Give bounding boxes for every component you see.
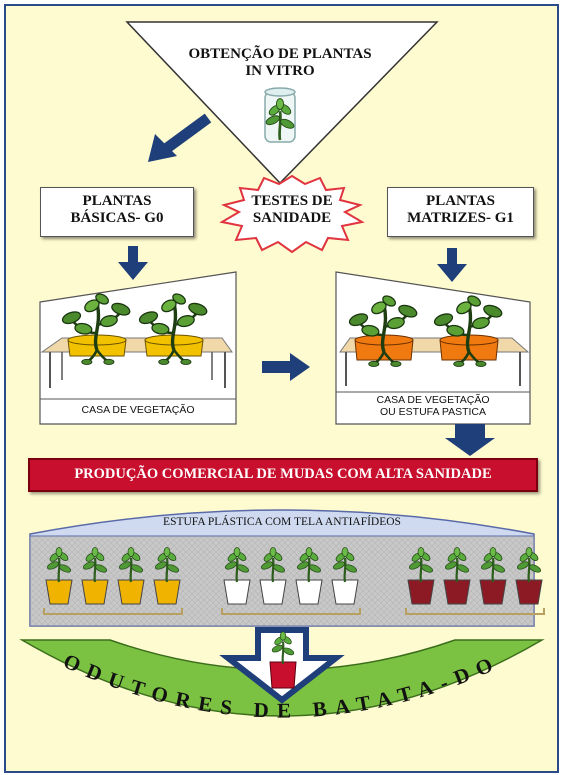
tunnel-pot xyxy=(331,579,359,605)
matrix-plants-line1: PLANTAS xyxy=(426,193,495,209)
tunnel-pot xyxy=(479,579,507,605)
in-vitro-title-line2: IN VITRO xyxy=(245,63,315,80)
sanity-test-line1: TESTES DE xyxy=(251,193,333,209)
greenhouse-right-line2: OU ESTUFA PASTICA xyxy=(380,406,486,419)
arrow-down-to-producers xyxy=(219,627,345,704)
tunnel-pot xyxy=(81,579,109,605)
greenhouse-right xyxy=(335,271,531,425)
basic-plants-box: PLANTAS BÁSICAS- G0 xyxy=(40,187,194,237)
tunnel-greenhouse xyxy=(29,509,545,627)
commercial-production-banner: PRODUÇÃO COMERCIAL DE MUDAS COM ALTA SAN… xyxy=(28,458,538,492)
tunnel-shelf xyxy=(405,608,545,615)
tunnel-pot xyxy=(407,579,435,605)
sanity-test-line2: SANIDADE xyxy=(252,210,332,227)
basic-plants-line1: PLANTAS xyxy=(82,193,152,209)
test-tube-icon xyxy=(263,87,297,143)
tunnel-label: ESTUFA PLÁSTICA COM TELA ANTIAFÍDEOS xyxy=(163,516,401,528)
matrix-plants-line2: MATRIZES- G1 xyxy=(407,210,514,227)
in-vitro-title: OBTENÇÃO DE PLANTAS IN VITRO xyxy=(150,46,410,81)
tunnel-pot xyxy=(443,579,471,605)
arrow-down-right xyxy=(437,248,467,282)
arrow-diagonal-down-left xyxy=(148,113,212,162)
banner-text: PRODUÇÃO COMERCIAL DE MUDAS COM ALTA SAN… xyxy=(74,466,492,482)
tunnel-pot xyxy=(153,579,181,605)
greenhouse-left-label: CASA DE VEGETAÇÃO xyxy=(81,404,195,416)
sanity-test-starburst xyxy=(219,174,365,254)
tunnel-shelf xyxy=(43,608,183,615)
tunnel-pot xyxy=(117,579,145,605)
tunnel-pot xyxy=(295,579,323,605)
tunnel-pot xyxy=(45,579,73,605)
greenhouse-left xyxy=(39,271,237,425)
greenhouse-right-label: CASA DE VEGETAÇÃO OU ESTUFA PASTICA xyxy=(336,394,530,418)
in-vitro-title-line1: OBTENÇÃO DE PLANTAS xyxy=(188,46,372,62)
arrow-right xyxy=(262,353,310,381)
sanity-test-label: TESTES DE SANIDADE xyxy=(232,193,352,228)
basic-plants-line2: BÁSICAS- G0 xyxy=(70,210,164,227)
tunnel-pot xyxy=(259,579,287,605)
tunnel-shelf xyxy=(221,608,361,615)
tunnel-pot xyxy=(223,579,251,605)
greenhouse-right-line1: CASA DE VEGETAÇÃO xyxy=(376,394,490,406)
arrow-down-left xyxy=(118,246,148,280)
arrow-down-to-banner xyxy=(445,424,495,456)
tunnel-pot xyxy=(515,579,543,605)
matrix-plants-box: PLANTAS MATRIZES- G1 xyxy=(387,187,534,237)
